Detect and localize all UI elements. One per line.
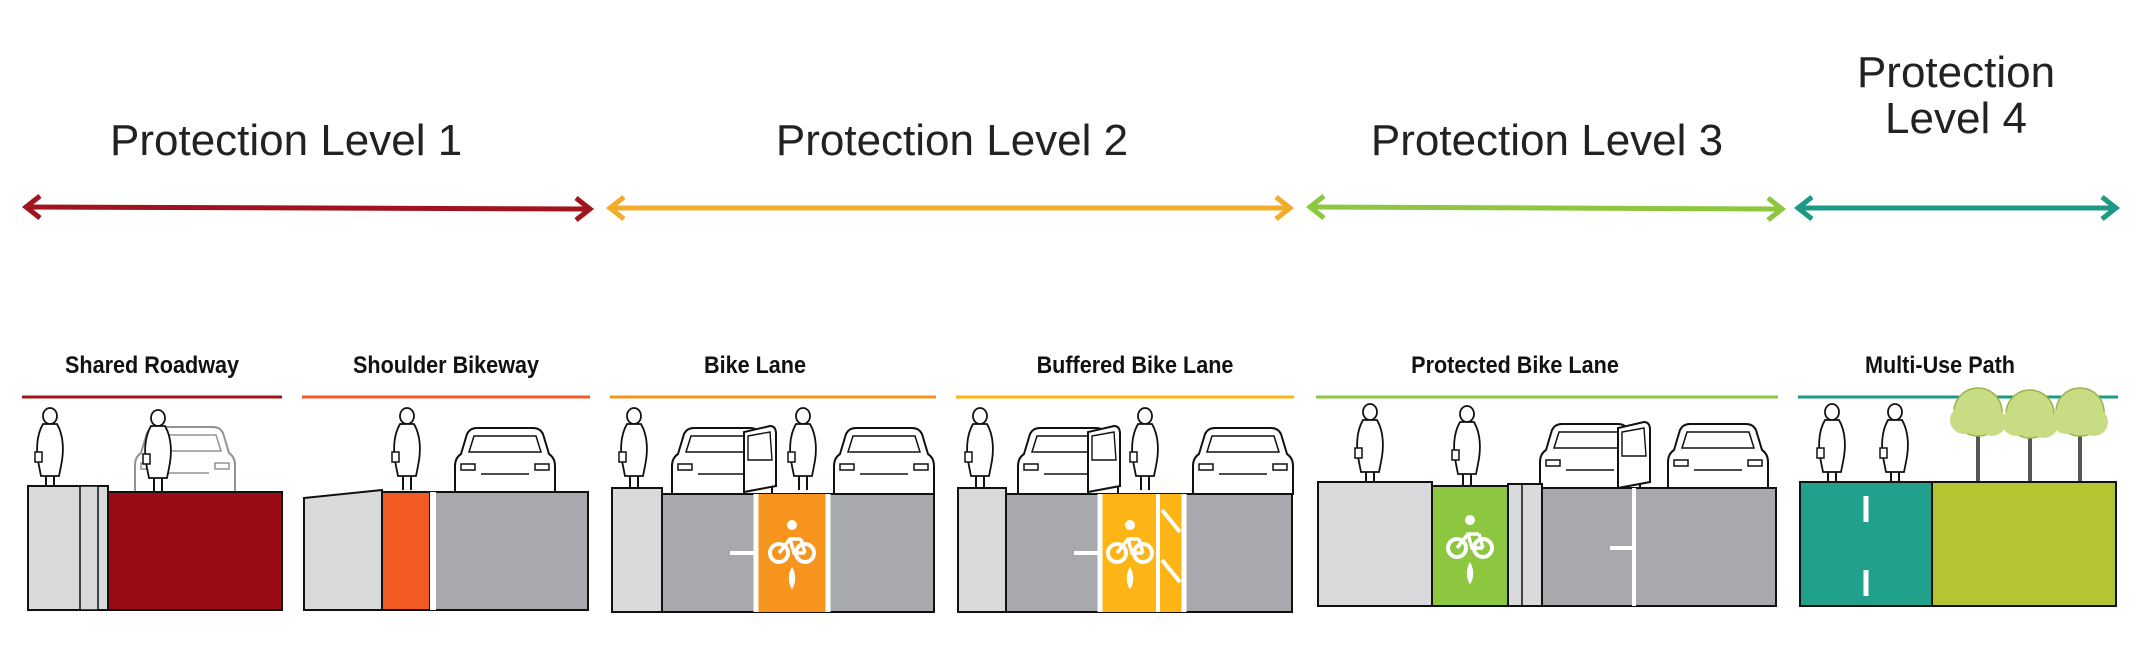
facility-title-shared-roadway: Shared Roadway — [64, 352, 240, 379]
car-door-icon — [1617, 421, 1651, 489]
car-icon — [454, 427, 556, 495]
section-protected-bike-lane — [1317, 403, 1777, 607]
section-shared-roadway — [27, 407, 283, 611]
pedestrian-icon — [1816, 403, 1846, 487]
facility-title-protected-bike-lane: Protected Bike Lane — [1411, 352, 1619, 379]
level-2-arrow — [605, 195, 1295, 221]
level-3-arrow — [1305, 194, 1787, 222]
car-icon — [1192, 427, 1294, 495]
pedestrian-icon — [964, 407, 994, 491]
pedestrian-icon — [787, 407, 817, 491]
facility-title-bike-lane: Bike Lane — [703, 352, 807, 379]
section-multi-use-path — [1799, 386, 2117, 607]
tree-icon — [2000, 388, 2060, 486]
pedestrian-icon — [34, 407, 64, 491]
level-4-arrow — [1793, 195, 2121, 221]
tree-icon — [1948, 386, 2008, 484]
level-3-title: Protection Level 3 — [1370, 116, 1724, 165]
level-4-title: Protection Level 4 — [1856, 48, 2056, 144]
car-icon — [1667, 423, 1769, 491]
pedestrian-icon — [1354, 403, 1384, 487]
pedestrian-icon — [391, 407, 421, 491]
level-2-title: Protection Level 2 — [775, 116, 1129, 165]
section-buffered-bike-lane — [957, 407, 1294, 613]
section-bike-lane — [611, 407, 935, 613]
level-1-arrow — [21, 194, 595, 222]
car-door-icon — [1087, 425, 1121, 493]
pedestrian-icon — [1879, 403, 1909, 487]
car-icon — [833, 427, 935, 495]
pedestrian-icon — [1129, 407, 1159, 491]
car-door-icon — [743, 425, 777, 493]
pedestrian-icon — [618, 407, 648, 491]
tree-icon — [2050, 386, 2110, 484]
facility-title-shoulder-bikeway: Shoulder Bikeway — [352, 352, 540, 379]
level-1-title: Protection Level 1 — [110, 116, 463, 165]
facility-title-buffered-bike-lane: Buffered Bike Lane — [1036, 352, 1234, 379]
section-shoulder-bikeway — [303, 407, 589, 611]
pedestrian-icon — [1451, 405, 1481, 489]
facility-title-multi-use-path: Multi-Use Path — [1864, 352, 2016, 379]
